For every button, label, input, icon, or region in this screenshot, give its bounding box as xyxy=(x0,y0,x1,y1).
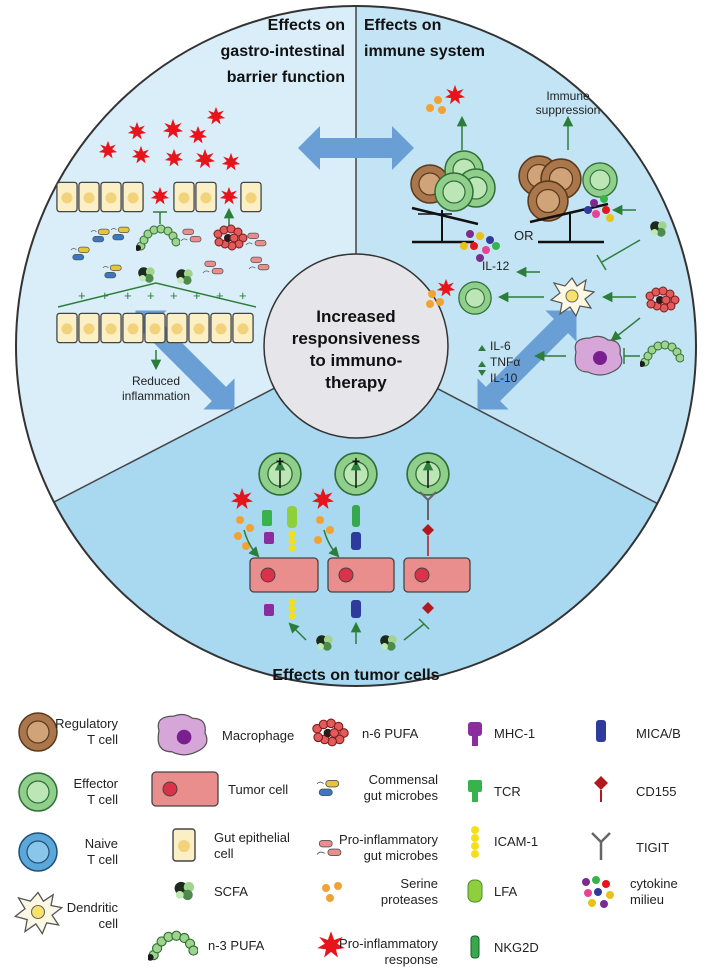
legend-proinf-response-label-2: response xyxy=(385,952,438,967)
gi-plus-5: + xyxy=(170,288,178,303)
legend-treg-label-2: T cell xyxy=(87,732,118,747)
legend-scfa-icon xyxy=(174,881,195,901)
immune-title-line2: immune system xyxy=(364,43,485,60)
tumor-title: Effects on tumor cells xyxy=(272,667,439,684)
gi-plus-1: + xyxy=(78,288,86,303)
legend-proinf-microbes-label-2: gut microbes xyxy=(364,848,439,863)
legend-tcr-icon xyxy=(468,780,482,802)
legend-dendritic-label-2: cell xyxy=(98,916,118,931)
center-line3: to immuno- xyxy=(310,351,403,370)
gi-plus-7: + xyxy=(216,288,224,303)
legend-nkg2d-icon xyxy=(470,935,480,959)
legend xyxy=(14,712,614,962)
center-line4: therapy xyxy=(325,373,387,392)
gi-title-line1: Effects on xyxy=(268,17,345,34)
legend-mhc1-icon xyxy=(468,722,482,746)
tumor-plus-1: + xyxy=(276,453,284,469)
legend-effector-icon xyxy=(18,772,58,812)
legend-n3-icon xyxy=(148,930,198,962)
legend-tcr-label: TCR xyxy=(494,784,521,799)
center-circle xyxy=(263,253,449,439)
legend-effector-label-1: Effector xyxy=(73,776,118,791)
il12-label: IL-12 xyxy=(482,259,510,273)
or-label: OR xyxy=(514,228,534,243)
gi-title-line2: gastro-intestinal xyxy=(221,43,345,60)
legend-commensal-label-1: Commensal xyxy=(369,772,438,787)
legend-cytokine-label-2: milieu xyxy=(630,892,664,907)
immune-suppression-line1: Immune xyxy=(546,89,590,103)
tumor-content xyxy=(231,452,471,651)
legend-dendritic-icon xyxy=(14,891,63,935)
tnfa-label: TNFα xyxy=(490,355,520,369)
arrow-gi-immune xyxy=(298,126,414,170)
legend-gut-epi-icon xyxy=(172,828,196,862)
gi-plus-3: + xyxy=(124,288,132,303)
center-line2: responsiveness xyxy=(292,329,421,348)
gi-plus-8: + xyxy=(239,288,247,303)
legend-tigit-icon xyxy=(591,832,611,860)
legend-micab-icon xyxy=(596,720,606,742)
arrow-immune-tumor xyxy=(477,310,577,410)
reduced-inflammation-line1: Reduced xyxy=(132,374,180,388)
legend-commensal-icon xyxy=(316,779,340,797)
legend-lfa-label: LFA xyxy=(494,884,517,899)
gi-title-line3: barrier function xyxy=(227,69,345,86)
legend-scfa-label: SCFA xyxy=(214,884,248,899)
legend-tumor-cell-icon xyxy=(151,771,219,807)
legend-naive-icon xyxy=(18,832,58,872)
center-line1: Increased xyxy=(316,307,395,326)
il6-label: IL-6 xyxy=(490,339,511,353)
immune-dc-row xyxy=(426,239,684,376)
legend-mhc1-label: MHC-1 xyxy=(494,726,535,741)
gi-plus-2: + xyxy=(101,288,109,303)
gi-plus-4: + xyxy=(147,288,155,303)
legend-serine-label-2: proteases xyxy=(381,892,439,907)
legend-commensal-label-2: gut microbes xyxy=(364,788,439,803)
gi-plus-6: + xyxy=(193,288,201,303)
legend-nkg2d-label: NKG2D xyxy=(494,940,539,955)
legend-cd155-icon xyxy=(594,776,608,802)
legend-proinf-response-label-1: Pro-inflammatory xyxy=(339,936,438,951)
immune-title-line1: Effects on xyxy=(364,17,441,34)
legend-tumor-cell-label: Tumor cell xyxy=(228,782,288,797)
legend-treg-icon xyxy=(18,712,58,752)
legend-cytokine-label-1: cytokine xyxy=(630,876,678,891)
legend-icam1-icon xyxy=(471,826,479,858)
legend-n3-label: n-3 PUFA xyxy=(208,938,265,953)
legend-serine-icon xyxy=(322,882,342,902)
legend-gut-epi-label-1: Gut epithelial xyxy=(214,830,290,845)
legend-macrophage-icon xyxy=(157,713,208,756)
legend-n6-label: n-6 PUFA xyxy=(362,726,419,741)
legend-naive-label-1: Naive xyxy=(85,836,118,851)
tumor-minus: - xyxy=(426,453,431,469)
legend-dendritic-label-1: Dendritic xyxy=(67,900,119,915)
legend-gut-epi-label-2: cell xyxy=(214,846,234,861)
immune-suppression-line2: suppression xyxy=(536,103,601,117)
legend-proinf-microbes-icon xyxy=(316,839,342,857)
legend-micab-label: MICA/B xyxy=(636,726,681,741)
legend-treg-label-1: Regulatory xyxy=(55,716,118,731)
legend-serine-label-1: Serine xyxy=(400,876,438,891)
legend-effector-label-2: T cell xyxy=(87,792,118,807)
legend-cd155-label: CD155 xyxy=(636,784,676,799)
legend-macrophage-label: Macrophage xyxy=(222,728,294,743)
legend-icam1-label: ICAM-1 xyxy=(494,834,538,849)
gi-content: + + + + + + + + xyxy=(56,106,270,371)
reduced-inflammation-line2: inflammation xyxy=(122,389,190,403)
legend-proinf-microbes-label-1: Pro-inflammatory xyxy=(339,832,438,847)
legend-lfa-icon xyxy=(467,879,483,903)
immune-content xyxy=(410,84,667,262)
tumor-plus-2: + xyxy=(352,453,360,469)
legend-cytokine-icon xyxy=(582,876,614,908)
il10-label: IL-10 xyxy=(490,371,518,385)
legend-tigit-label: TIGIT xyxy=(636,840,669,855)
legend-naive-label-2: T cell xyxy=(87,852,118,867)
legend-n6-icon xyxy=(312,718,349,747)
